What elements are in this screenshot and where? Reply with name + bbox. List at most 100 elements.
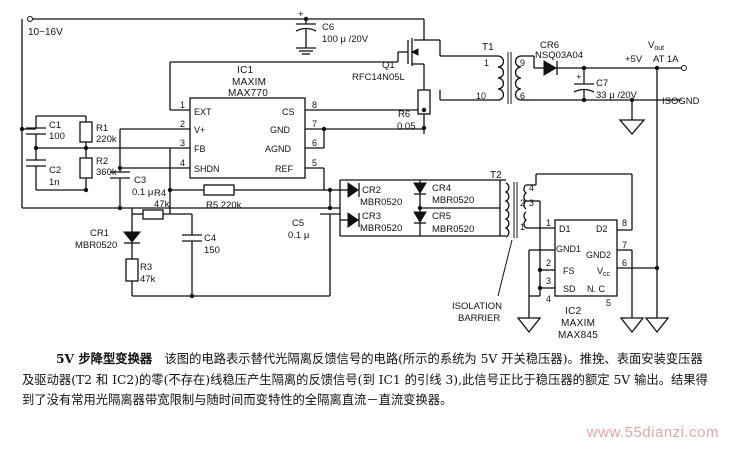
left-feedback-network: C1 100 C2 1n R1 220k R2 360k C3 0.1 μ — [19, 19, 320, 211]
c3-value: 0.1 μ — [132, 187, 153, 198]
t2-pin-2: 2 — [520, 198, 525, 208]
ic2-pin-d2: D2 — [596, 224, 608, 234]
mosfet-q1: Q1 RFC14N05L — [352, 19, 441, 83]
r4-r5-network: R5 220k R4 47k — [131, 148, 325, 220]
c5-ref: C5 — [292, 218, 304, 229]
cr2-ref: CR2 — [362, 185, 381, 196]
t1-pin-top-right: 9 — [520, 58, 525, 68]
c6-ref: C6 — [322, 22, 334, 33]
ic1-pin-ext: EXT — [194, 107, 212, 117]
c7-value: 33 μ /20V — [596, 90, 638, 101]
r2-ref: R2 — [96, 156, 108, 167]
r3-ref: R3 — [140, 262, 152, 273]
cr1-value: MBR0520 — [75, 240, 117, 251]
c5-value: 0.1 μ — [288, 230, 309, 241]
ic1-pin-fb: FB — [194, 144, 206, 154]
ext-gate-wire — [169, 61, 398, 110]
t1-pin-bottom-left: 10 — [476, 91, 486, 101]
t1-pin-bottom-right: 6 — [520, 91, 525, 101]
r2-value: 360k — [96, 167, 117, 178]
supply-rail: 10~16V — [27, 16, 424, 38]
ic2-pinnum-d1: 1 — [546, 218, 551, 228]
c4-value: 150 — [204, 245, 220, 256]
c1-ref: C1 — [49, 120, 61, 131]
t2-pin-1: 1 — [520, 222, 525, 232]
r6-ref: R6 — [398, 109, 410, 120]
c2-value: 1n — [49, 177, 60, 188]
ic1-pinnum-fb: 3 — [180, 138, 185, 148]
ic1-max770: IC1 MAXIM MAX770 EXT V+ FB SHDN CS GND A… — [120, 65, 424, 179]
c3-ref: C3 — [134, 175, 146, 186]
cr6-value: NSQ03A04 — [535, 50, 583, 61]
caption-title: 5V 步降型变换器 — [56, 351, 153, 366]
transformer-t2: T2 4 3 2 1 — [490, 170, 633, 250]
cr4-value: MBR0520 — [432, 195, 474, 206]
ic1-pin-shdn: SHDN — [194, 164, 220, 174]
c4-ref: C4 — [204, 233, 216, 244]
c6-value: 100 μ /20V — [322, 34, 369, 45]
ic2-pinnum-vcc: 6 — [622, 258, 627, 268]
ref-c5-node: C5 0.1 μ — [288, 168, 340, 296]
cr3-value: MBR0520 — [360, 223, 402, 234]
ic2-pin-fs: FS — [563, 266, 575, 276]
t2-pin-4: 4 — [529, 183, 534, 193]
r5-label: R5 220k — [206, 200, 242, 211]
q1-value: RFC14N05L — [352, 72, 405, 83]
ic1-pinnum-cs: 8 — [312, 100, 317, 110]
transformer-t1: T1 1 10 9 6 — [439, 42, 534, 104]
ic2-ref: IC2 — [565, 306, 582, 317]
ic1-ref: IC1 — [237, 65, 254, 76]
ic1-pinnum-gnd: 7 — [312, 119, 317, 129]
cr1-r3-c4-network: CR1 MBR0520 R3 47k C4 150 — [75, 214, 330, 299]
cr5-ref: CR5 — [432, 211, 451, 222]
ic1-maker: MAXIM — [232, 77, 266, 88]
r4-value: 47k — [154, 199, 170, 210]
watermark: www.55dianzi.com — [586, 424, 719, 441]
t2-pin-3: 3 — [529, 198, 534, 208]
r1-ref: R1 — [96, 123, 108, 134]
r1-value: 220k — [96, 134, 117, 145]
diode-bridge: CR2 MBR0520 CR3 MBR0520 CR4 MBR0520 CR5 … — [339, 179, 501, 237]
ic2-pinnum-gnd1: 2 — [546, 258, 551, 268]
ic2-max845: D1 D2 GND1 GND2 FS Vcc SD N. C 1 8 2 7 3… — [516, 160, 670, 341]
t1-ref: T1 — [482, 42, 494, 53]
ic2-pinnum-gnd2: 7 — [622, 240, 627, 250]
ic1-pin-cs: CS — [282, 107, 295, 117]
r6-value: 0.05 — [397, 121, 416, 132]
ic2-pinnum-d2: 8 — [622, 218, 627, 228]
cr6-ref: CR6 — [540, 40, 559, 51]
vout-plus5: +5V — [625, 54, 643, 65]
capacitor-c6: + C6 100 μ /20V — [295, 9, 369, 55]
caption-body: 该图的电路表示替代光隔离反馈信号的电路(所示的系统为 5V 开关稳压器)。推挽、… — [22, 352, 708, 407]
ic2-maker: MAXIM — [561, 318, 595, 329]
c1-value: 100 — [49, 131, 65, 142]
isognd-label: ISOGND — [662, 96, 700, 107]
current-sense-network: R6 0.05 — [321, 80, 431, 148]
cr3-ref: CR3 — [362, 211, 381, 222]
cr1-ref: CR1 — [90, 228, 109, 239]
svg-text:+: + — [298, 9, 304, 20]
vout-current: AT 1A — [653, 54, 679, 65]
ic2-pin-gnd2: GND2 — [586, 250, 611, 260]
c7-ref: C7 — [596, 78, 608, 89]
caption: 5V 步降型变换器 该图的电路表示替代光隔离反馈信号的电路(所示的系统为 5V … — [22, 349, 712, 411]
q1-ref: Q1 — [382, 60, 395, 71]
ic2-pin-sd: SD — [563, 284, 576, 294]
ic2-pin-gnd1: GND1 — [556, 244, 581, 254]
t2-ref: T2 — [490, 170, 502, 181]
ic2-pin-vcc: Vcc — [597, 266, 611, 278]
ic2-pin-nc: N. C — [587, 284, 606, 294]
cr2-value: MBR0520 — [360, 197, 402, 208]
c2-ref: C2 — [49, 165, 61, 176]
cr5-value: MBR0520 — [432, 224, 474, 235]
barrier-line2: BARRIER — [458, 313, 500, 324]
ic2-pinnum-nc: 5 — [606, 298, 611, 308]
supply-voltage-label: 10~16V — [28, 27, 63, 38]
ic1-pinnum-ext: 1 — [180, 100, 185, 110]
ic2-pinnum-sd: 4 — [546, 294, 551, 304]
ic2-pinnum-fs: 3 — [546, 276, 551, 286]
output-stage: CR6 NSQ03A04 + C7 33 μ /20V Vout +5V AT … — [533, 40, 700, 160]
ic1-pinnum-shdn: 4 — [180, 158, 185, 168]
barrier-line1: ISOLATION — [452, 301, 502, 312]
ic1-pin-gnd: GND — [270, 125, 291, 135]
